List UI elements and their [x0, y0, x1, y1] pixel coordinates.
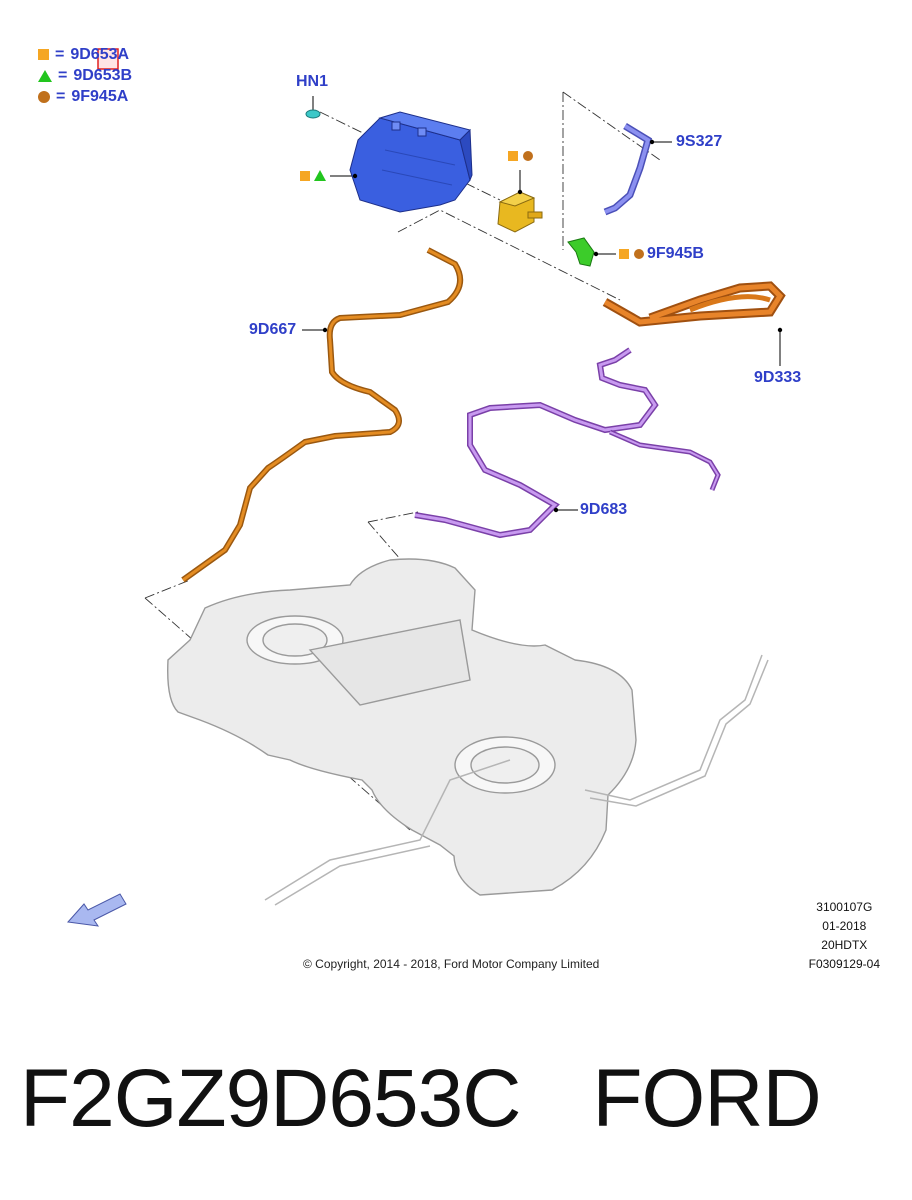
drawing-date: 01-2018: [822, 919, 867, 933]
callout-9d333[interactable]: 9D333: [754, 369, 802, 386]
legend-equals: =: [56, 87, 66, 105]
purge-valve: [497, 191, 543, 233]
callout-leaders: [302, 96, 781, 511]
callout-9d667[interactable]: 9D667: [249, 321, 297, 338]
brand-name: FORD: [592, 1053, 821, 1144]
callout-dots: [322, 139, 783, 513]
callout-9f945b[interactable]: 9F945B: [647, 245, 704, 262]
connector-9f945b: [567, 237, 595, 267]
callout-hn1[interactable]: HN1: [296, 73, 329, 90]
circle-icon: [38, 90, 50, 103]
evap-canister: [349, 111, 473, 213]
legend-code: 9F945A: [71, 87, 129, 105]
legend-equals: =: [58, 66, 68, 84]
figure-number: F0309129-04: [808, 957, 880, 971]
legend-code: 9D653B: [73, 66, 133, 84]
drawing-number: 3100107G: [816, 900, 873, 914]
hn1-fastener: [305, 109, 321, 119]
drawing-metadata: 3100107G 01-2018 20HDTX F0309129-04: [809, 898, 880, 974]
tube-9d683: [414, 347, 721, 539]
legend-item: = 9D653A: [38, 44, 132, 65]
callout-9s327[interactable]: 9S327: [676, 133, 723, 150]
selection-marker: [97, 48, 119, 70]
legend-equals: =: [55, 45, 65, 63]
copyright-notice: © Copyright, 2014 - 2018, Ford Motor Com…: [303, 957, 600, 971]
callout-9d683[interactable]: 9D683: [580, 501, 628, 518]
triangle-icon: [38, 69, 52, 82]
square-icon: [38, 49, 49, 60]
part-footer: F2GZ9D653C FORD: [20, 1052, 893, 1146]
legend-item: = 9F945A: [38, 86, 132, 107]
line-9d667: [181, 247, 464, 583]
direction-arrow-icon: [67, 893, 127, 927]
hose-9s327: [603, 123, 653, 216]
model-code: 20HDTX: [821, 938, 868, 952]
part-number: F2GZ9D653C: [20, 1053, 521, 1144]
legend-item: = 9D653B: [38, 65, 132, 86]
fuel-tank: [167, 558, 637, 896]
fuel-supply-lines: [264, 654, 769, 906]
part-symbols: [300, 151, 644, 259]
hose-9d333: [602, 281, 786, 327]
legend-code: 9D653A: [70, 45, 130, 63]
legend: = 9D653A = 9D653B = 9F945A: [38, 44, 132, 107]
exploded-parts-diagram: [67, 48, 786, 927]
